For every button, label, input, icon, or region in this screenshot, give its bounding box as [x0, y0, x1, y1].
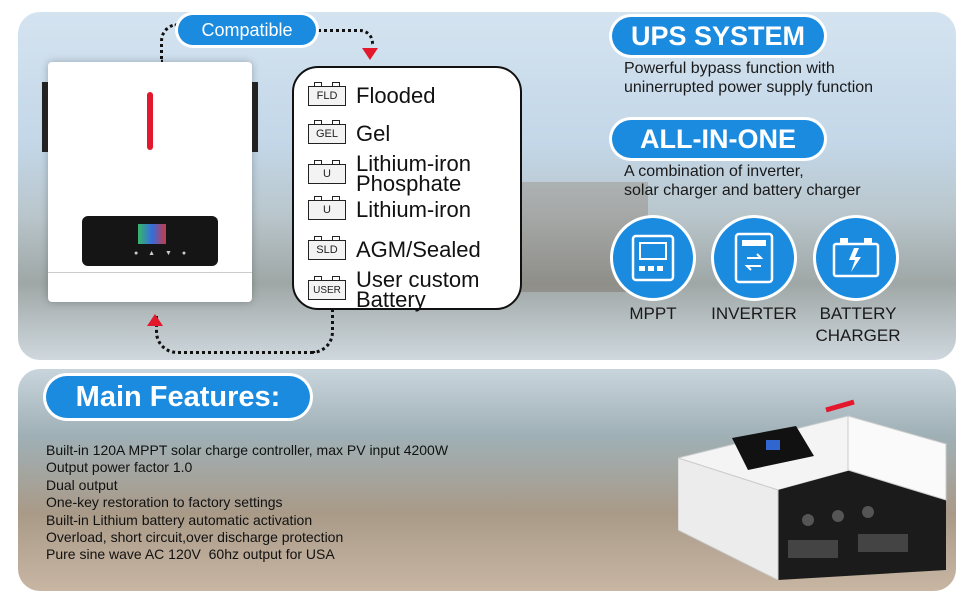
ups-system-title: UPS SYSTEM [630, 20, 806, 51]
all-in-one-desc-line1: A combination of inverter, [624, 163, 804, 180]
red-stripe [147, 92, 153, 150]
arrow-up-icon [147, 314, 163, 326]
all-in-one-desc-line2: solar charger and battery charger [624, 182, 861, 199]
battery-type-item: GEL Gel [308, 120, 391, 146]
battery-type-item: U Lithium-iron [308, 196, 471, 222]
mppt-label: MPPT [629, 304, 677, 323]
ups-system-badge: UPS SYSTEM [612, 17, 824, 55]
compatible-label: Compatible [201, 19, 293, 40]
battery-charger-icon [816, 218, 896, 298]
battery-charger-label-line2: CHARGER [815, 326, 901, 345]
battery-type-label: Lithium-iron [356, 197, 471, 222]
battery-type-item: FLD Flooded [308, 82, 436, 108]
battery-type-label: Lithium-iron Phosphate [356, 151, 471, 196]
battery-icon: SLD [308, 236, 346, 260]
compatible-connector-top [160, 23, 178, 63]
battery-type-item: U Lithium-iron Phosphate [308, 151, 506, 196]
battery-type-item: SLD AGM/Sealed [308, 236, 481, 262]
battery-icon: GEL [308, 120, 346, 144]
all-in-one-title: ALL-IN-ONE [640, 123, 796, 154]
inverter-icon [714, 218, 794, 298]
battery-icon: FLD [308, 82, 346, 106]
inverter-product-image: ● ▲ ▼ ● [42, 62, 258, 302]
feature-item: Output power factor 1.0 [46, 459, 193, 476]
battery-type-label: AGM/Sealed [356, 237, 481, 262]
arrow-down-icon [362, 48, 378, 60]
all-in-one-badge: ALL-IN-ONE [612, 120, 824, 158]
feature-item: Built-in Lithium battery automatic activ… [46, 511, 313, 528]
compatible-badge: Compatible [178, 15, 316, 45]
battery-type-item: USER User custom Battery [308, 267, 506, 312]
battery-type-label: Flooded [356, 83, 436, 108]
inverter-label: INVERTER [711, 304, 797, 323]
mppt-icon [613, 218, 693, 298]
feature-item: Overload, short circuit,over discharge p… [46, 529, 344, 546]
feature-item: One-key restoration to factory settings [46, 494, 283, 511]
compatible-connector-top-right [312, 29, 374, 45]
battery-type-label: Gel [356, 121, 391, 146]
lcd-panel: ● ▲ ▼ ● [82, 216, 218, 266]
battery-charger-label-line1: BATTERY [819, 304, 897, 323]
inverter-angled-product-image [676, 380, 948, 581]
battery-icon: U [308, 160, 346, 184]
ups-desc-line1: Powerful bypass function with [624, 60, 835, 77]
battery-icon: U [308, 196, 346, 220]
feature-item: Pure sine wave AC 120V 60hz output for U… [46, 546, 335, 563]
feature-item: Dual output [46, 476, 118, 493]
feature-item: Built-in 120A MPPT solar charge controll… [46, 442, 449, 458]
main-features-badge: Main Features: [46, 376, 310, 418]
battery-type-label: User custom Battery [356, 267, 480, 312]
battery-icon: USER [308, 276, 346, 300]
main-features-title: Main Features: [75, 380, 281, 413]
ups-desc-line2: uninerrupted power supply function [624, 79, 874, 96]
battery-type-list: FLD Flooded GEL Gel U Lithium-iron Phosp… [292, 66, 522, 312]
feature-list: Built-in 120A MPPT solar charge controll… [46, 442, 448, 564]
compatible-connector-bottom [155, 316, 315, 354]
